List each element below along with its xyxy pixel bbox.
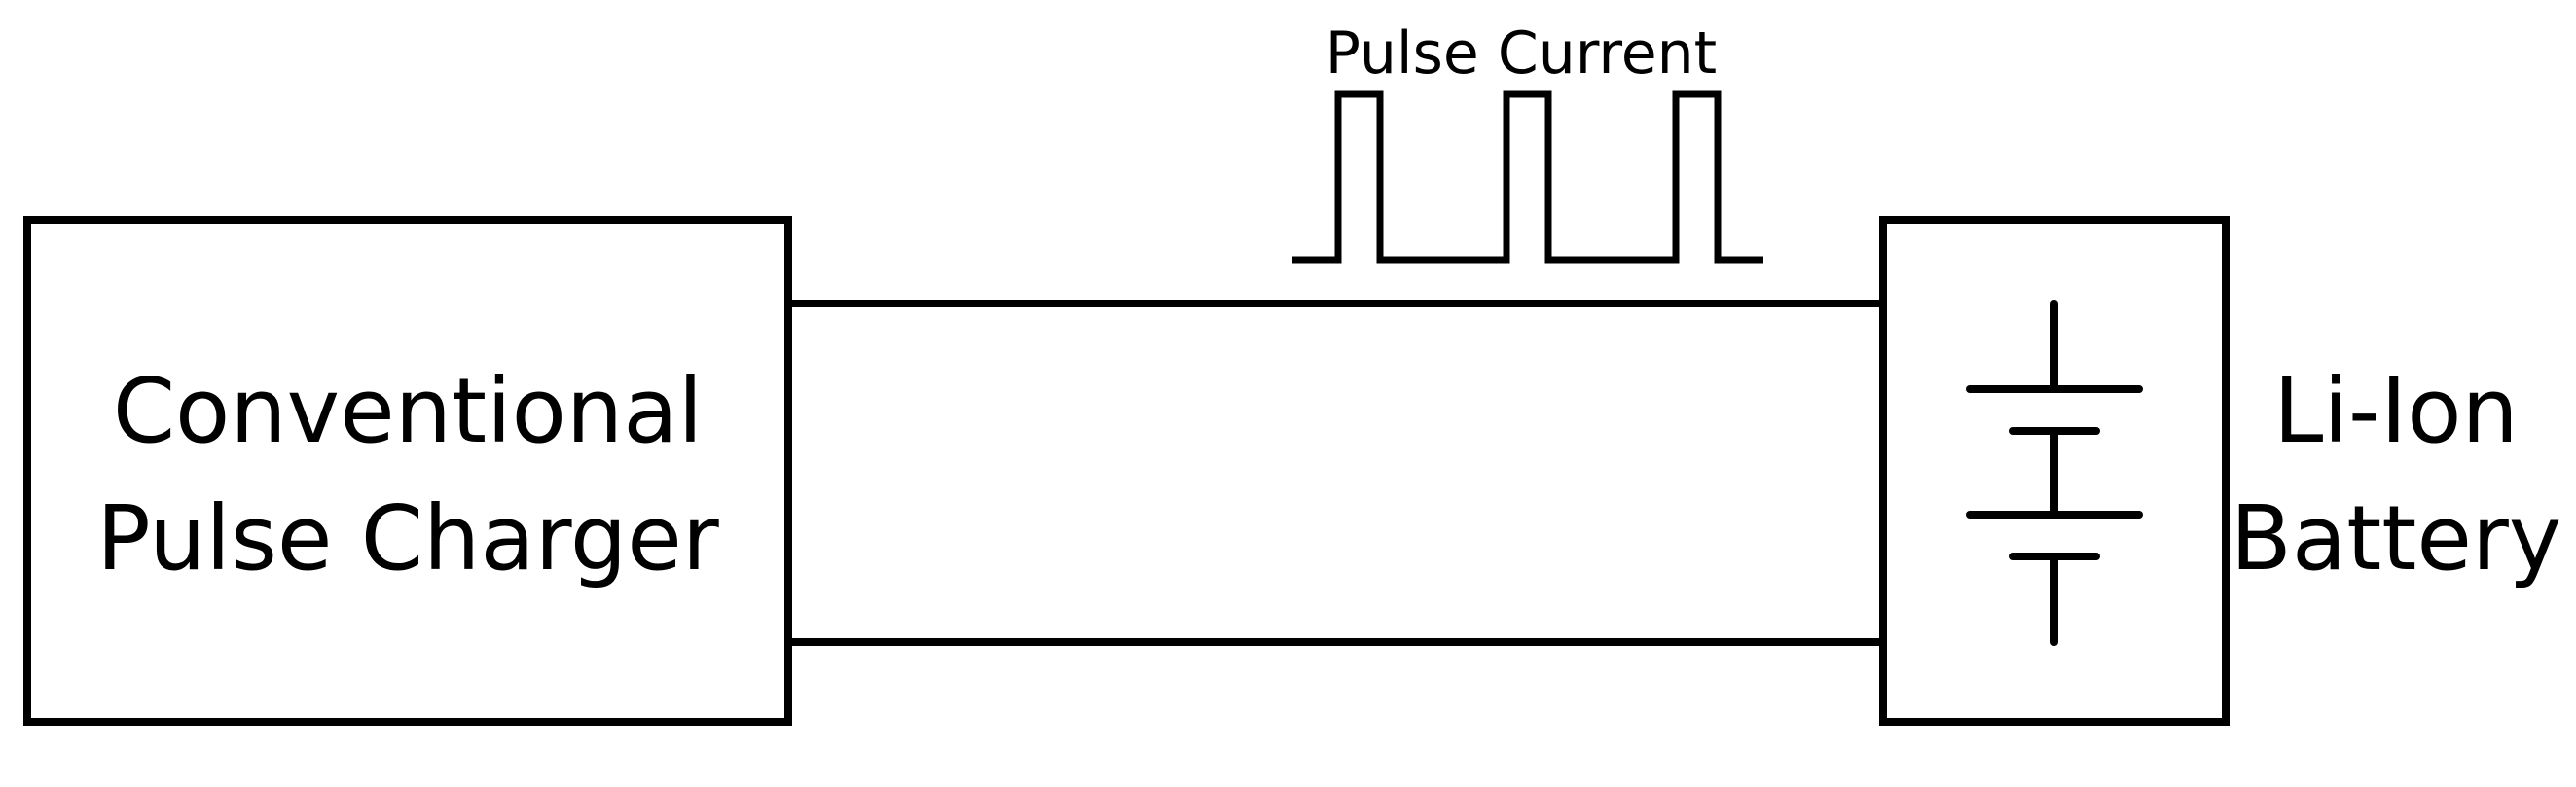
battery-label-line2: Battery [2231, 486, 2562, 590]
pulse-current-label: Pulse Current [1325, 19, 1717, 88]
charger-box [23, 216, 792, 726]
pulse-train-icon [1292, 90, 1763, 264]
pulse-current-annotation: Pulse Current [1292, 19, 1763, 264]
battery-label-line1: Li-Ion [2273, 359, 2519, 463]
battery-block: Li-Ion Battery [1879, 216, 2562, 726]
connection-wires [788, 300, 1883, 646]
battery-box [1879, 216, 2230, 726]
charger-block: Conventional Pulse Charger [23, 216, 792, 726]
charger-label-line1: Conventional [113, 359, 703, 463]
battery-cells-icon [1966, 300, 2143, 646]
charger-label-line2: Pulse Charger [96, 486, 719, 590]
